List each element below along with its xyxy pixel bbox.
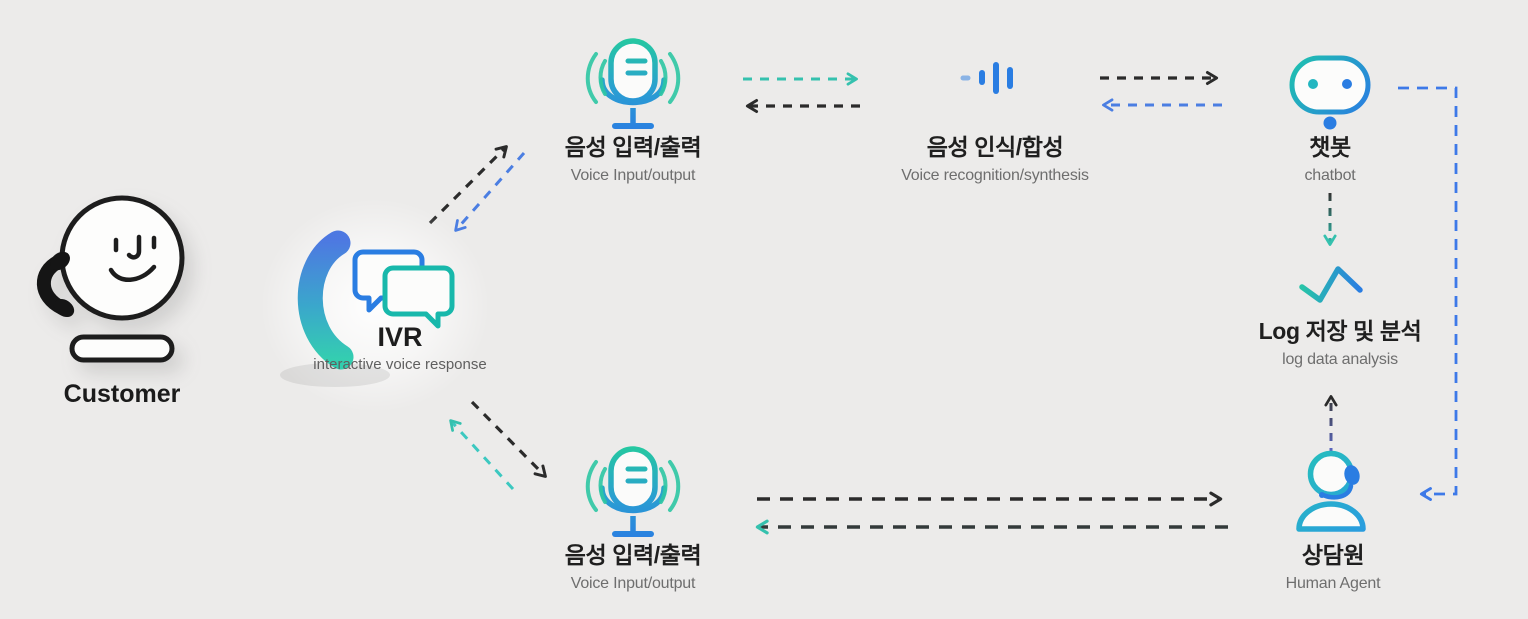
node-chatbot: 챗봇 chatbot bbox=[1210, 38, 1450, 185]
sound-waves-icon bbox=[585, 460, 681, 512]
node-agent: 상담원 Human Agent bbox=[1213, 442, 1453, 593]
ivr-shadow bbox=[280, 363, 390, 387]
voice-io-bottom-label: 음성 입력/출력 bbox=[564, 542, 702, 568]
voice-recognition-label: 음성 인식/합성 bbox=[926, 134, 1064, 160]
microphone-icon bbox=[585, 38, 681, 129]
customer-face-icon bbox=[59, 195, 185, 321]
node-ivr: IVR interactive voice response bbox=[255, 198, 545, 413]
robot-chin-dot bbox=[1323, 116, 1337, 130]
customer-label: Customer bbox=[63, 380, 181, 408]
arrow-chatbot-to-agent-bypass bbox=[1398, 86, 1458, 501]
chatbot-sublabel: chatbot bbox=[1304, 166, 1356, 184]
customer-nose bbox=[126, 234, 142, 260]
node-voice-recognition: 음성 인식/합성 Voice recognition/synthesis bbox=[865, 38, 1125, 185]
voice-recognition-sublabel: Voice recognition/synthesis bbox=[901, 166, 1089, 184]
customer-base-icon bbox=[69, 334, 175, 363]
phone-crescent-icon bbox=[297, 230, 354, 370]
ivr-sublabel: interactive voice response bbox=[313, 356, 487, 373]
arrow-voice-bottom-to-ivr bbox=[449, 419, 515, 491]
ivr-icon bbox=[280, 230, 455, 387]
sound-waves-icon bbox=[585, 52, 681, 104]
customer-icon bbox=[36, 195, 185, 363]
robot-right-eye bbox=[1342, 79, 1352, 89]
agent-body bbox=[1296, 501, 1366, 532]
phone-handset-icon bbox=[36, 251, 75, 318]
voice-io-bottom-sublabel: Voice Input/output bbox=[570, 574, 696, 592]
log-analysis-label: Log 저장 및 분석 bbox=[1258, 318, 1422, 344]
node-log-analysis: Log 저장 및 분석 log data analysis bbox=[1210, 256, 1470, 369]
customer-smile bbox=[108, 264, 157, 282]
node-voice-io-bottom: 음성 입력/출력 Voice Input/output bbox=[513, 446, 753, 593]
log-analysis-sublabel: log data analysis bbox=[1282, 350, 1398, 368]
line-chart-icon bbox=[1299, 266, 1363, 303]
node-customer: Customer bbox=[27, 190, 217, 409]
headset-icon bbox=[1319, 465, 1360, 500]
voice-io-top-label: 음성 입력/출력 bbox=[564, 134, 702, 160]
arrow-ivr-to-voice-top bbox=[428, 145, 508, 225]
microphone-icon bbox=[585, 446, 681, 537]
agent-sublabel: Human Agent bbox=[1285, 574, 1381, 592]
node-voice-io-top: 음성 입력/출력 Voice Input/output bbox=[513, 38, 753, 185]
voice-io-top-sublabel: Voice Input/output bbox=[570, 166, 696, 184]
agent-label: 상담원 bbox=[1301, 542, 1365, 568]
waveform-icon bbox=[960, 62, 1013, 94]
chatbot-label: 챗봇 bbox=[1309, 134, 1351, 160]
robot-left-eye bbox=[1308, 79, 1318, 89]
agent-headset-icon bbox=[1296, 450, 1366, 532]
arrow-ivr-to-voice-bottom bbox=[470, 400, 547, 478]
chat-bubbles-icon bbox=[352, 249, 455, 329]
ivr-label: IVR bbox=[377, 322, 423, 352]
arrow-voice-top-to-ivr bbox=[454, 152, 526, 232]
robot-icon bbox=[1289, 55, 1371, 130]
